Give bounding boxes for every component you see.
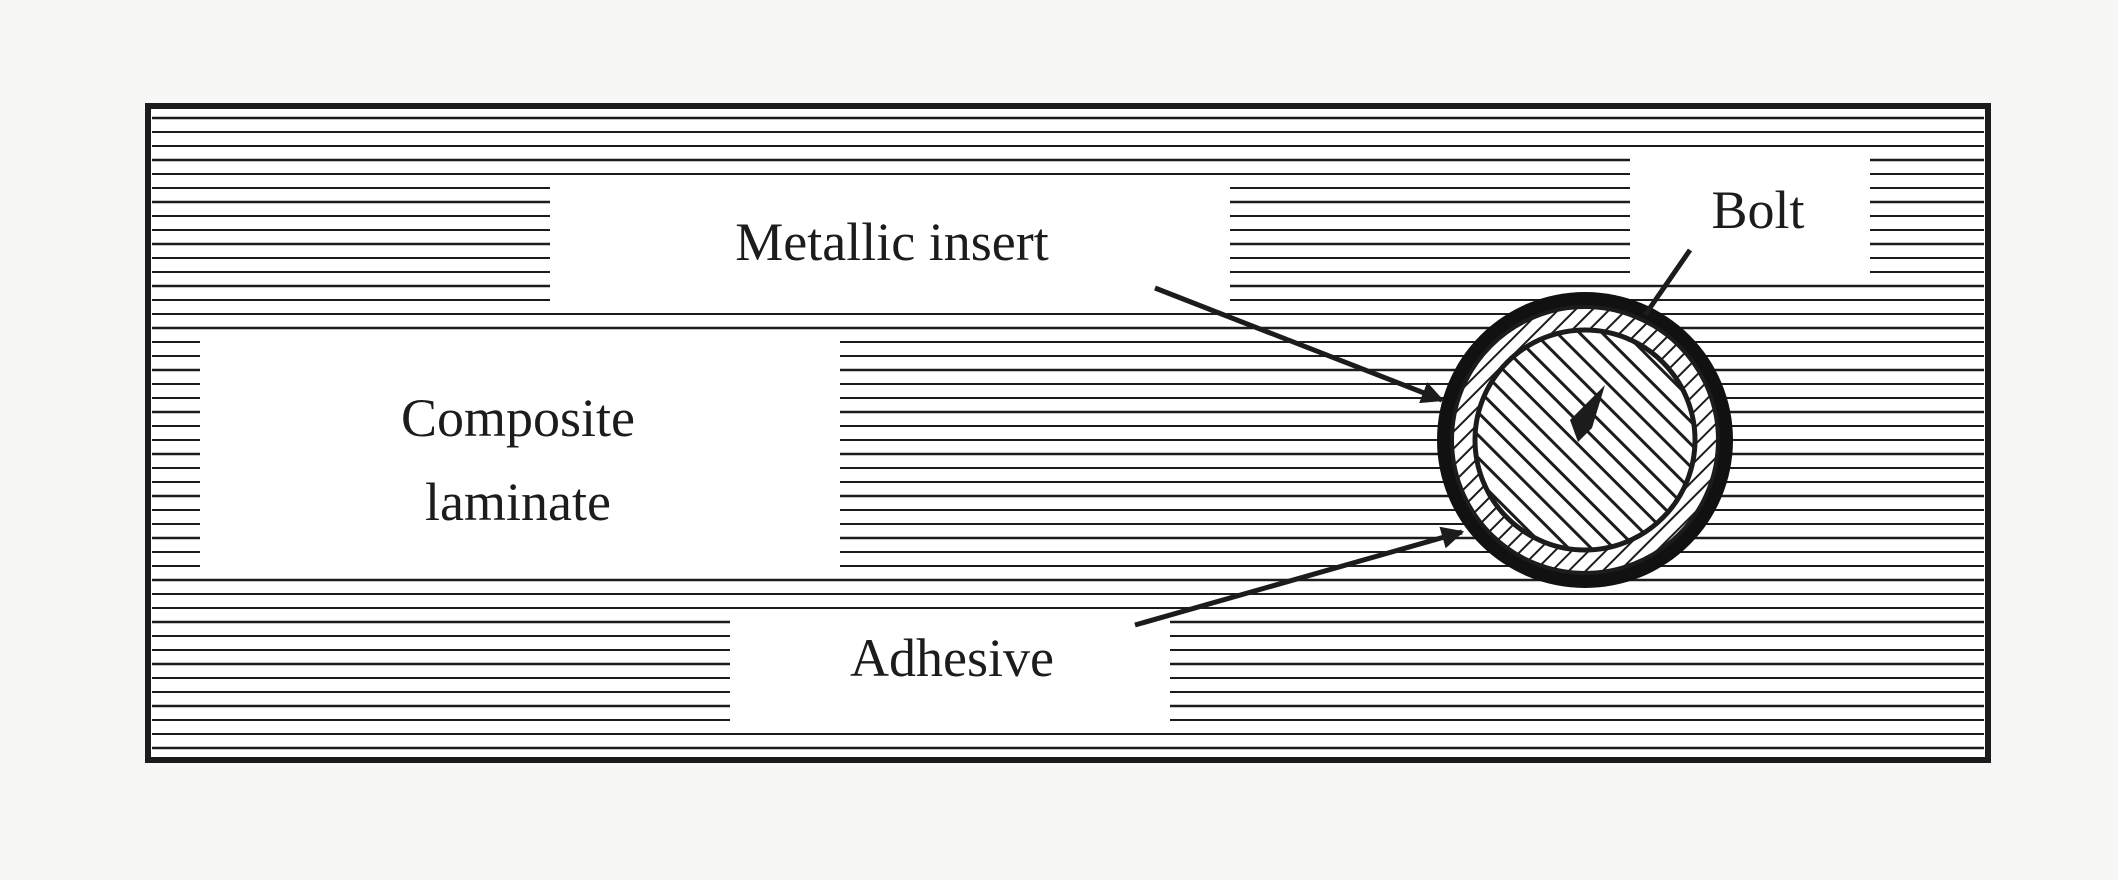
metallic-insert-label: Metallic insert xyxy=(735,212,1048,272)
leader-lines xyxy=(1134,248,1693,628)
adhesive-label: Adhesive xyxy=(850,628,1054,688)
bolt-leader xyxy=(1642,248,1693,317)
adhesive-leader xyxy=(1134,526,1465,628)
metallic-insert-leader xyxy=(1154,285,1445,404)
fastener-assembly xyxy=(1437,292,1733,588)
composite-label-line-1: Composite xyxy=(401,388,635,448)
bolt-center-mark xyxy=(1570,385,1605,442)
composite-label-line-2: laminate xyxy=(425,472,611,532)
label-backgrounds xyxy=(200,150,1870,725)
bolt-shank xyxy=(1472,327,1698,553)
bolt-label: Bolt xyxy=(1711,180,1804,240)
